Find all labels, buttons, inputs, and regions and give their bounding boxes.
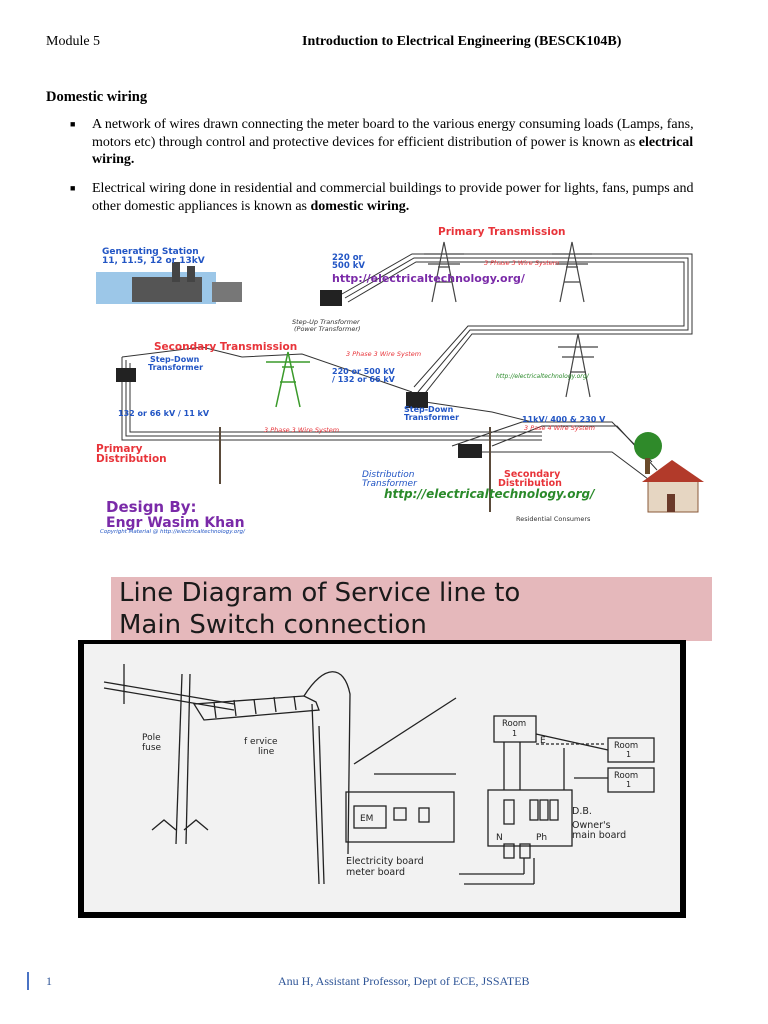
label-secondary-distribution-2: Distribution bbox=[498, 478, 562, 489]
banner-line-2: Main Switch connection bbox=[119, 610, 427, 640]
label-3phase-4wire: 3 Pase 4 Wire System bbox=[524, 424, 595, 432]
label-132-66kv: / 132 or 66 kV bbox=[332, 375, 396, 384]
label-fuse: fuse bbox=[142, 743, 162, 753]
pole-icon bbox=[219, 427, 491, 512]
banner-title: Line Diagram of Service line to Main Swi… bbox=[119, 577, 709, 641]
label-line: line bbox=[258, 747, 275, 757]
footer-author: Anu H, Assistant Professor, Dept of ECE,… bbox=[278, 974, 530, 988]
label-11kv-400v: 11kV/ 400 & 230 V bbox=[522, 415, 606, 424]
label-primary-transmission: Primary Transmission bbox=[438, 226, 566, 238]
label-3phase-top: 3 Phase 3 Wire System bbox=[484, 259, 559, 267]
square-bullet-icon: ■ bbox=[70, 183, 76, 193]
page-number: 1 bbox=[46, 974, 52, 988]
label-energy-meter: EM bbox=[360, 814, 373, 824]
bullet-text: Electrical wiring done in residential an… bbox=[92, 181, 694, 214]
label-stepup-transformer: Step-Up Transformer bbox=[292, 318, 361, 326]
label-room-right-1-number: 1 bbox=[626, 750, 631, 759]
footer-accent-bar bbox=[27, 972, 29, 990]
square-bullet-icon: ■ bbox=[70, 119, 76, 129]
label-url-small: http://electricaltechnology.org/ bbox=[496, 373, 590, 380]
header-course-title: Introduction to Electrical Engineering (… bbox=[302, 34, 622, 49]
banner-line-1: Line Diagram of Service line to bbox=[119, 578, 521, 608]
label-residential-consumers: Residential Consumers bbox=[516, 515, 591, 523]
label-secondary-distribution: Secondary bbox=[504, 469, 561, 480]
label-electricity-board: Electricity board bbox=[346, 856, 424, 867]
label-stepdown-left-2: Transformer bbox=[148, 363, 203, 372]
label-132kv-11kv: 132 or 66 kV / 11 kV bbox=[118, 409, 210, 418]
label-main-board: main board bbox=[572, 830, 626, 841]
label-meter-board: meter board bbox=[346, 867, 405, 878]
label-room-right-1: Room bbox=[614, 741, 638, 751]
section-title: Domestic wiring bbox=[46, 89, 148, 105]
generating-station-icon bbox=[96, 262, 242, 304]
label-generating-station: Generating Station bbox=[102, 247, 199, 257]
label-220kv: 220 or bbox=[332, 253, 364, 263]
house-icon bbox=[642, 460, 704, 513]
service-line-diagram-frame: Pole fuse f ervice line Room 1 E Room 1 … bbox=[78, 640, 686, 918]
diagram-title-banner: Line Diagram of Service line to Main Swi… bbox=[111, 577, 712, 641]
header-module: Module 5 bbox=[46, 34, 101, 49]
label-earth: E bbox=[540, 736, 546, 746]
label-room-right-2: Room bbox=[614, 771, 638, 781]
label-url-bottom: http://electricaltechnology.org/ bbox=[384, 487, 596, 501]
label-distribution-board: D.B. bbox=[572, 806, 592, 817]
label-primary-distribution-2: Distribution bbox=[96, 453, 167, 465]
label-500kv: 500 kV bbox=[332, 261, 365, 271]
label-phase: Ph bbox=[536, 833, 547, 843]
power-distribution-diagram: Primary Transmission Generating Station … bbox=[92, 222, 708, 538]
label-url: http://electricaltechnology.org/ bbox=[332, 272, 526, 285]
bullet-text: A network of wires drawn connecting the … bbox=[92, 117, 694, 150]
transformer-icon bbox=[116, 290, 482, 458]
label-owners: Owner's bbox=[572, 820, 611, 831]
bullet-bold-term: electrical wiring. bbox=[92, 134, 694, 168]
service-line-diagram: Pole fuse f ervice line Room 1 E Room 1 … bbox=[84, 644, 680, 912]
label-copyright: Copyright Material @ http://electricalte… bbox=[100, 529, 246, 535]
bullet-item: ■ A network of wires drawn connecting th… bbox=[70, 116, 712, 169]
label-stepdown-mid-2: Transformer bbox=[404, 413, 459, 422]
bullet-item: ■ Electrical wiring done in residential … bbox=[70, 180, 712, 215]
label-power-transformer: (Power Transformer) bbox=[294, 325, 361, 333]
label-secondary-transmission: Secondary Transmission bbox=[154, 341, 297, 353]
label-stepdown-mid: Step-Down bbox=[404, 405, 454, 414]
label-220-500kv: 220 or 500 kV bbox=[332, 367, 396, 376]
transmission-tower-icon bbox=[424, 241, 598, 398]
label-distribution-transformer-2: Transformer bbox=[362, 479, 418, 489]
label-author: Engr Wasim Khan bbox=[106, 515, 245, 531]
label-3phase-low: 3 Phase 3 Wire System bbox=[264, 426, 339, 434]
label-design-by: Design By: bbox=[106, 498, 197, 516]
label-service: f ervice bbox=[244, 737, 278, 747]
label-pole: Pole bbox=[142, 733, 161, 743]
label-distribution-transformer: Distribution bbox=[362, 470, 415, 480]
label-3phase-mid: 3 Phase 3 Wire System bbox=[346, 350, 421, 358]
label-primary-distribution: Primary bbox=[96, 443, 143, 455]
label-room-right-2-number: 1 bbox=[626, 780, 631, 789]
tree-icon bbox=[634, 432, 662, 474]
label-room-top: Room bbox=[502, 719, 526, 729]
green-tower-icon bbox=[266, 351, 310, 408]
label-stepdown-left: Step-Down bbox=[150, 355, 200, 364]
bullet-bold-term: domestic wiring. bbox=[310, 198, 410, 214]
label-neutral: N bbox=[496, 833, 503, 843]
label-generating-voltage: 11, 11.5, 12 or 13kV bbox=[102, 256, 205, 266]
label-room-top-number: 1 bbox=[512, 729, 517, 738]
